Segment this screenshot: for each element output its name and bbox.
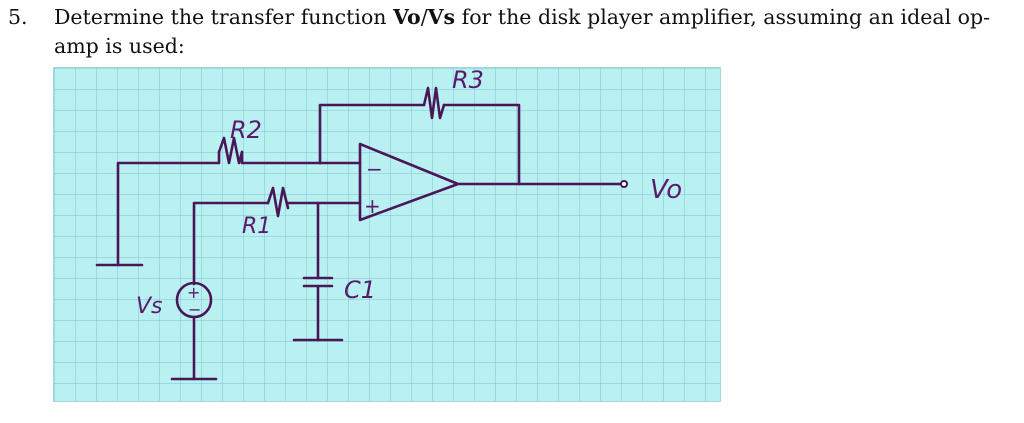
vs-minus-sign: − — [188, 300, 201, 319]
vo-term: Vo — [393, 5, 421, 29]
opamp-triangle — [358, 142, 460, 222]
label-r3: R3 — [452, 68, 484, 94]
label-minus: − — [366, 157, 383, 181]
slash: / — [420, 5, 428, 29]
r3-resistor — [422, 86, 446, 120]
label-c1: C1 — [344, 276, 376, 304]
question-suffix: for the disk player amplifier, assuming … — [455, 5, 991, 29]
vs-plus-sign: + — [187, 283, 200, 302]
vs-term: Vs — [427, 5, 456, 29]
wire-feedback-left — [318, 103, 426, 165]
wire-left-vertical — [116, 150, 221, 267]
question-prefix: Determine the transfer function — [54, 5, 394, 29]
wire-vs-top — [192, 201, 270, 286]
question-line-1: Determine the transfer function Vo/Vs fo… — [54, 3, 990, 32]
r1-resistor — [266, 186, 290, 218]
question-line-2: amp is used: — [54, 34, 185, 58]
circuit-figure: R2 R3 R1 C1 Vs Vo − + + − — [53, 67, 721, 402]
label-r2: R2 — [230, 116, 262, 144]
label-r1: R1 — [242, 214, 271, 239]
question-number: 5. — [8, 5, 28, 29]
label-vs: Vs — [136, 294, 163, 319]
label-plus: + — [364, 194, 381, 218]
r2-resistor — [217, 136, 244, 165]
circuit-diagram: R2 R3 R1 C1 Vs Vo − + + − — [95, 68, 682, 381]
label-vo: Vo — [650, 175, 682, 205]
wire-feedback-right — [442, 103, 521, 186]
output-terminal — [620, 180, 628, 188]
wire-r2-to-node — [240, 150, 322, 165]
